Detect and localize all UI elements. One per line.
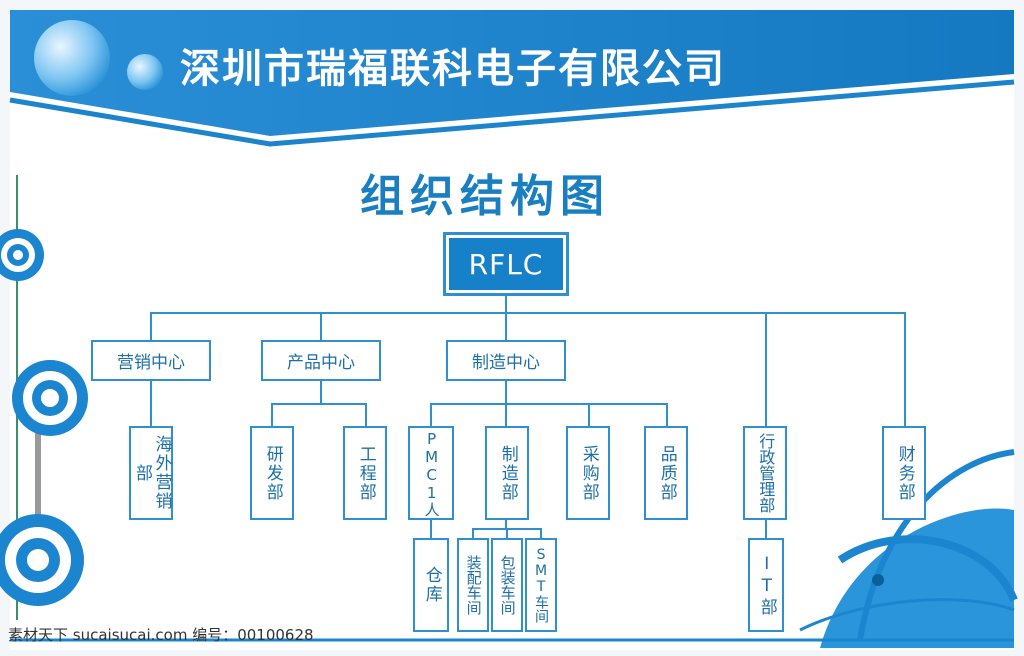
node-pmc: PMC1人 bbox=[408, 426, 454, 520]
node-purchasing: 采购部 bbox=[566, 426, 610, 520]
node-quality: 品质部 bbox=[644, 426, 688, 520]
ring-decoration-middle bbox=[12, 360, 88, 436]
node-finance: 财务部 bbox=[882, 426, 926, 520]
root-node: RFLC bbox=[443, 232, 569, 296]
node-marketing-center: 营销中心 bbox=[91, 340, 211, 381]
chart-title: 组织结构图 bbox=[360, 171, 610, 222]
node-production: 制造部 bbox=[485, 426, 529, 520]
company-name: 深圳市瑞福联科电子有限公司 bbox=[180, 46, 726, 92]
node-engineering: 工程部 bbox=[343, 426, 387, 520]
node-warehouse: 仓库 bbox=[413, 538, 449, 632]
watermark-text: 素材天下 sucaisucai.com 编号：00100628 bbox=[8, 626, 314, 644]
ring-decoration-top bbox=[0, 229, 44, 281]
node-admin: 行政管理部 bbox=[743, 426, 787, 520]
ring-decoration-bottom bbox=[0, 514, 84, 606]
node-rd: 研发部 bbox=[250, 426, 294, 520]
node-it: IT部 bbox=[748, 538, 784, 632]
node-product-center: 产品中心 bbox=[261, 340, 381, 381]
node-packaging: 包装车间 bbox=[491, 538, 523, 632]
root-label: RFLC bbox=[449, 238, 563, 290]
node-manufacturing-center: 制造中心 bbox=[446, 340, 566, 381]
node-assembly: 装配车间 bbox=[457, 538, 489, 632]
node-smt: SMT车间 bbox=[525, 538, 557, 632]
node-overseas-sales: 海外营销部 bbox=[129, 426, 173, 520]
